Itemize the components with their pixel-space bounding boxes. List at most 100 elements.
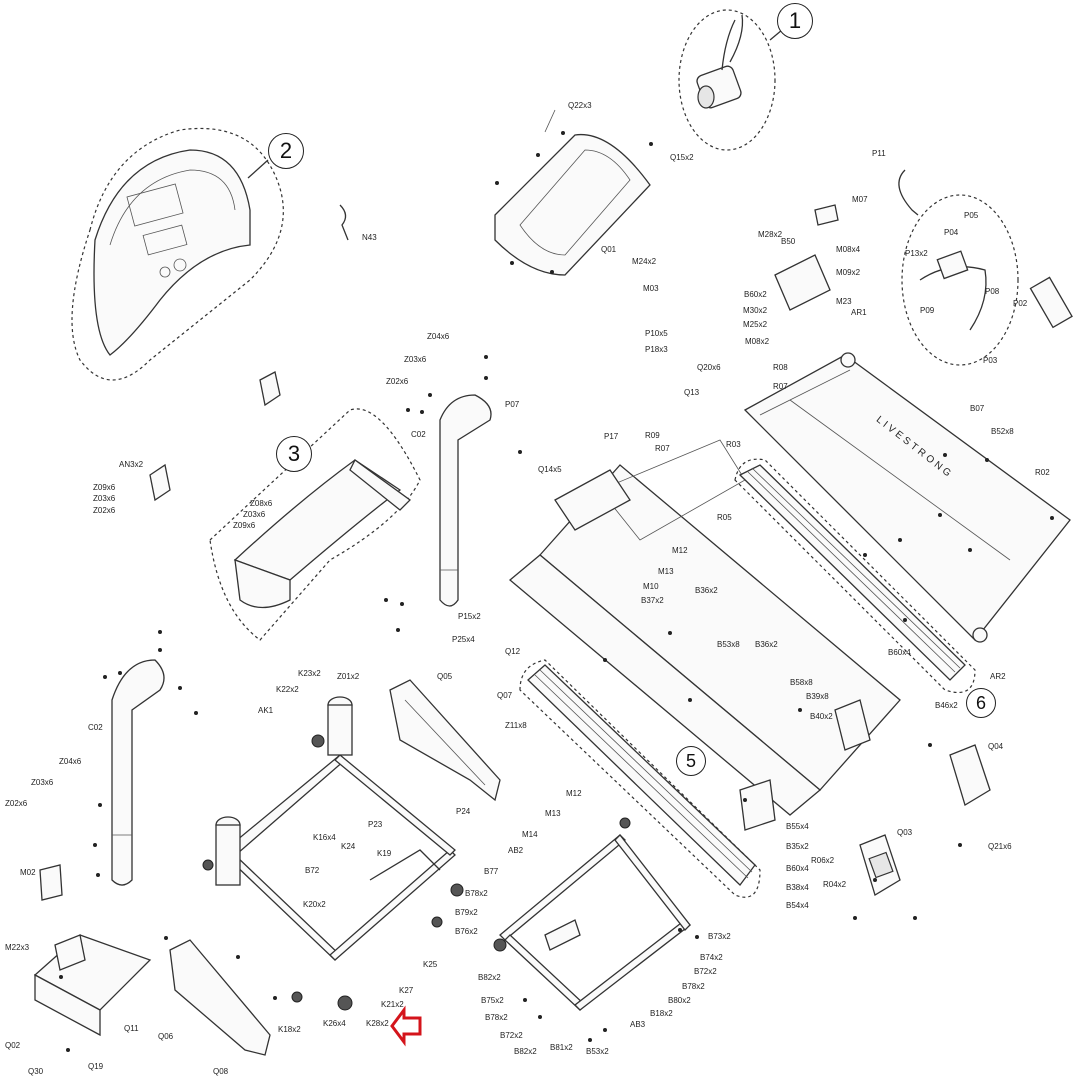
label-ab3: AB3 <box>630 1020 646 1029</box>
label-r06x2: R06x2 <box>811 856 835 865</box>
label-p04: P04 <box>944 228 959 237</box>
casters <box>202 734 464 1011</box>
label-p17: P17 <box>604 432 619 441</box>
label-z02x6-l2: Z02x6 <box>5 799 28 808</box>
label-r02: R02 <box>1035 468 1050 477</box>
label-n43: N43 <box>362 233 377 242</box>
label-m24x2: M24x2 <box>632 257 657 266</box>
label-k21x2: K21x2 <box>381 1000 404 1009</box>
label-b77: B77 <box>484 867 499 876</box>
label-p18x3: P18x3 <box>645 345 668 354</box>
label-m30x2: M30x2 <box>743 306 768 315</box>
label-b81x2: B81x2 <box>550 1043 573 1052</box>
label-c02-left: C02 <box>88 723 103 732</box>
label-z08x6: Z08x6 <box>250 499 273 508</box>
label-q11: Q11 <box>124 1024 139 1033</box>
label-r03: R03 <box>726 440 741 449</box>
label-b38x4: B38x4 <box>786 883 809 892</box>
label-b50: B50 <box>781 237 796 246</box>
front-side-cover <box>169 939 271 1056</box>
label-p10x5: P10x5 <box>645 329 668 338</box>
label-m08x2: M08x2 <box>745 337 770 346</box>
label-z04x6-l: Z04x6 <box>59 757 82 766</box>
label-q07: Q07 <box>497 691 513 700</box>
label-b37x2: B37x2 <box>641 596 664 605</box>
label-q01: Q01 <box>601 245 617 254</box>
label-q19: Q19 <box>88 1062 104 1071</box>
label-m08x4: M08x4 <box>836 245 861 254</box>
label-m12b: M12 <box>566 789 582 798</box>
label-ar2: AR2 <box>990 672 1006 681</box>
label-m13: M13 <box>658 567 674 576</box>
label-p05: P05 <box>964 211 979 220</box>
label-z02x6-top: Z02x6 <box>386 377 409 386</box>
label-ak1: AK1 <box>258 706 274 715</box>
label-m14: M14 <box>522 830 538 839</box>
label-b78x2b: B78x2 <box>485 1013 508 1022</box>
label-b40x2: B40x2 <box>810 712 833 721</box>
side-rail-left <box>519 659 761 898</box>
label-b73x2: B73x2 <box>708 932 731 941</box>
label-b72: B72 <box>305 866 320 875</box>
label-z03x6-top: Z03x6 <box>404 355 427 364</box>
label-r07: R07 <box>773 382 788 391</box>
label-q04: Q04 <box>988 742 1004 751</box>
label-b80x2: B80x2 <box>668 996 691 1005</box>
label-q06: Q06 <box>158 1032 174 1041</box>
label-m28x2: M28x2 <box>758 230 783 239</box>
label-k23x2: K23x2 <box>298 669 321 678</box>
incline-frame <box>215 696 456 961</box>
label-b78x2c: B78x2 <box>682 982 705 991</box>
label-p02: P02 <box>1013 299 1028 308</box>
end-caps <box>859 744 991 896</box>
label-p15x2: P15x2 <box>458 612 481 621</box>
n43-part <box>339 204 349 241</box>
label-z03x6-m: Z03x6 <box>243 510 266 519</box>
label-p08: P08 <box>985 287 1000 296</box>
fasteners <box>59 131 1054 1052</box>
label-q21x6: Q21x6 <box>988 842 1012 851</box>
label-k22x2: K22x2 <box>276 685 299 694</box>
label-ar1: AR1 <box>851 308 867 317</box>
label-b79x2: B79x2 <box>455 908 478 917</box>
label-an3x2: AN3x2 <box>119 460 144 469</box>
label-m02: M02 <box>20 868 36 877</box>
label-m22x3: M22x3 <box>5 943 30 952</box>
label-q08: Q08 <box>213 1067 229 1076</box>
label-m12: M12 <box>672 546 688 555</box>
label-b46x2: B46x2 <box>935 701 958 710</box>
label-b18x2: B18x2 <box>650 1009 673 1018</box>
label-z02x6-l: Z02x6 <box>93 506 116 515</box>
label-b36x2b: B36x2 <box>755 640 778 649</box>
label-b60x4: B60x4 <box>888 648 911 657</box>
motor-detail-group <box>678 9 783 151</box>
label-k16x4: K16x4 <box>313 833 336 842</box>
highlight-arrow <box>390 1005 422 1047</box>
label-m23: M23 <box>836 297 852 306</box>
label-b72x2b: B72x2 <box>694 967 717 976</box>
label-z01x2: Z01x2 <box>337 672 360 681</box>
label-q12: Q12 <box>505 647 521 656</box>
label-q14x5: Q14x5 <box>538 465 562 474</box>
label-k27: K27 <box>399 986 414 995</box>
callout-5: 5 <box>676 746 706 776</box>
label-p09: P09 <box>920 306 935 315</box>
label-q05: Q05 <box>437 672 453 681</box>
callout-2: 2 <box>268 133 304 169</box>
side-rail-right <box>734 458 976 694</box>
label-r08: R08 <box>773 363 788 372</box>
label-q30: Q30 <box>28 1067 44 1076</box>
label-q03: Q03 <box>897 828 913 837</box>
label-b60x4b: B60x4 <box>786 864 809 873</box>
label-m25x2: M25x2 <box>743 320 768 329</box>
rear-frame <box>493 817 691 1011</box>
upright-right <box>439 394 492 607</box>
label-q20x6: Q20x6 <box>697 363 721 372</box>
callout-6: 6 <box>966 688 996 718</box>
console-detail-group <box>71 127 284 381</box>
label-m09x2: M09x2 <box>836 268 861 277</box>
label-b74x2: B74x2 <box>700 953 723 962</box>
label-z09x6: Z09x6 <box>93 483 116 492</box>
label-k25: K25 <box>423 960 438 969</box>
